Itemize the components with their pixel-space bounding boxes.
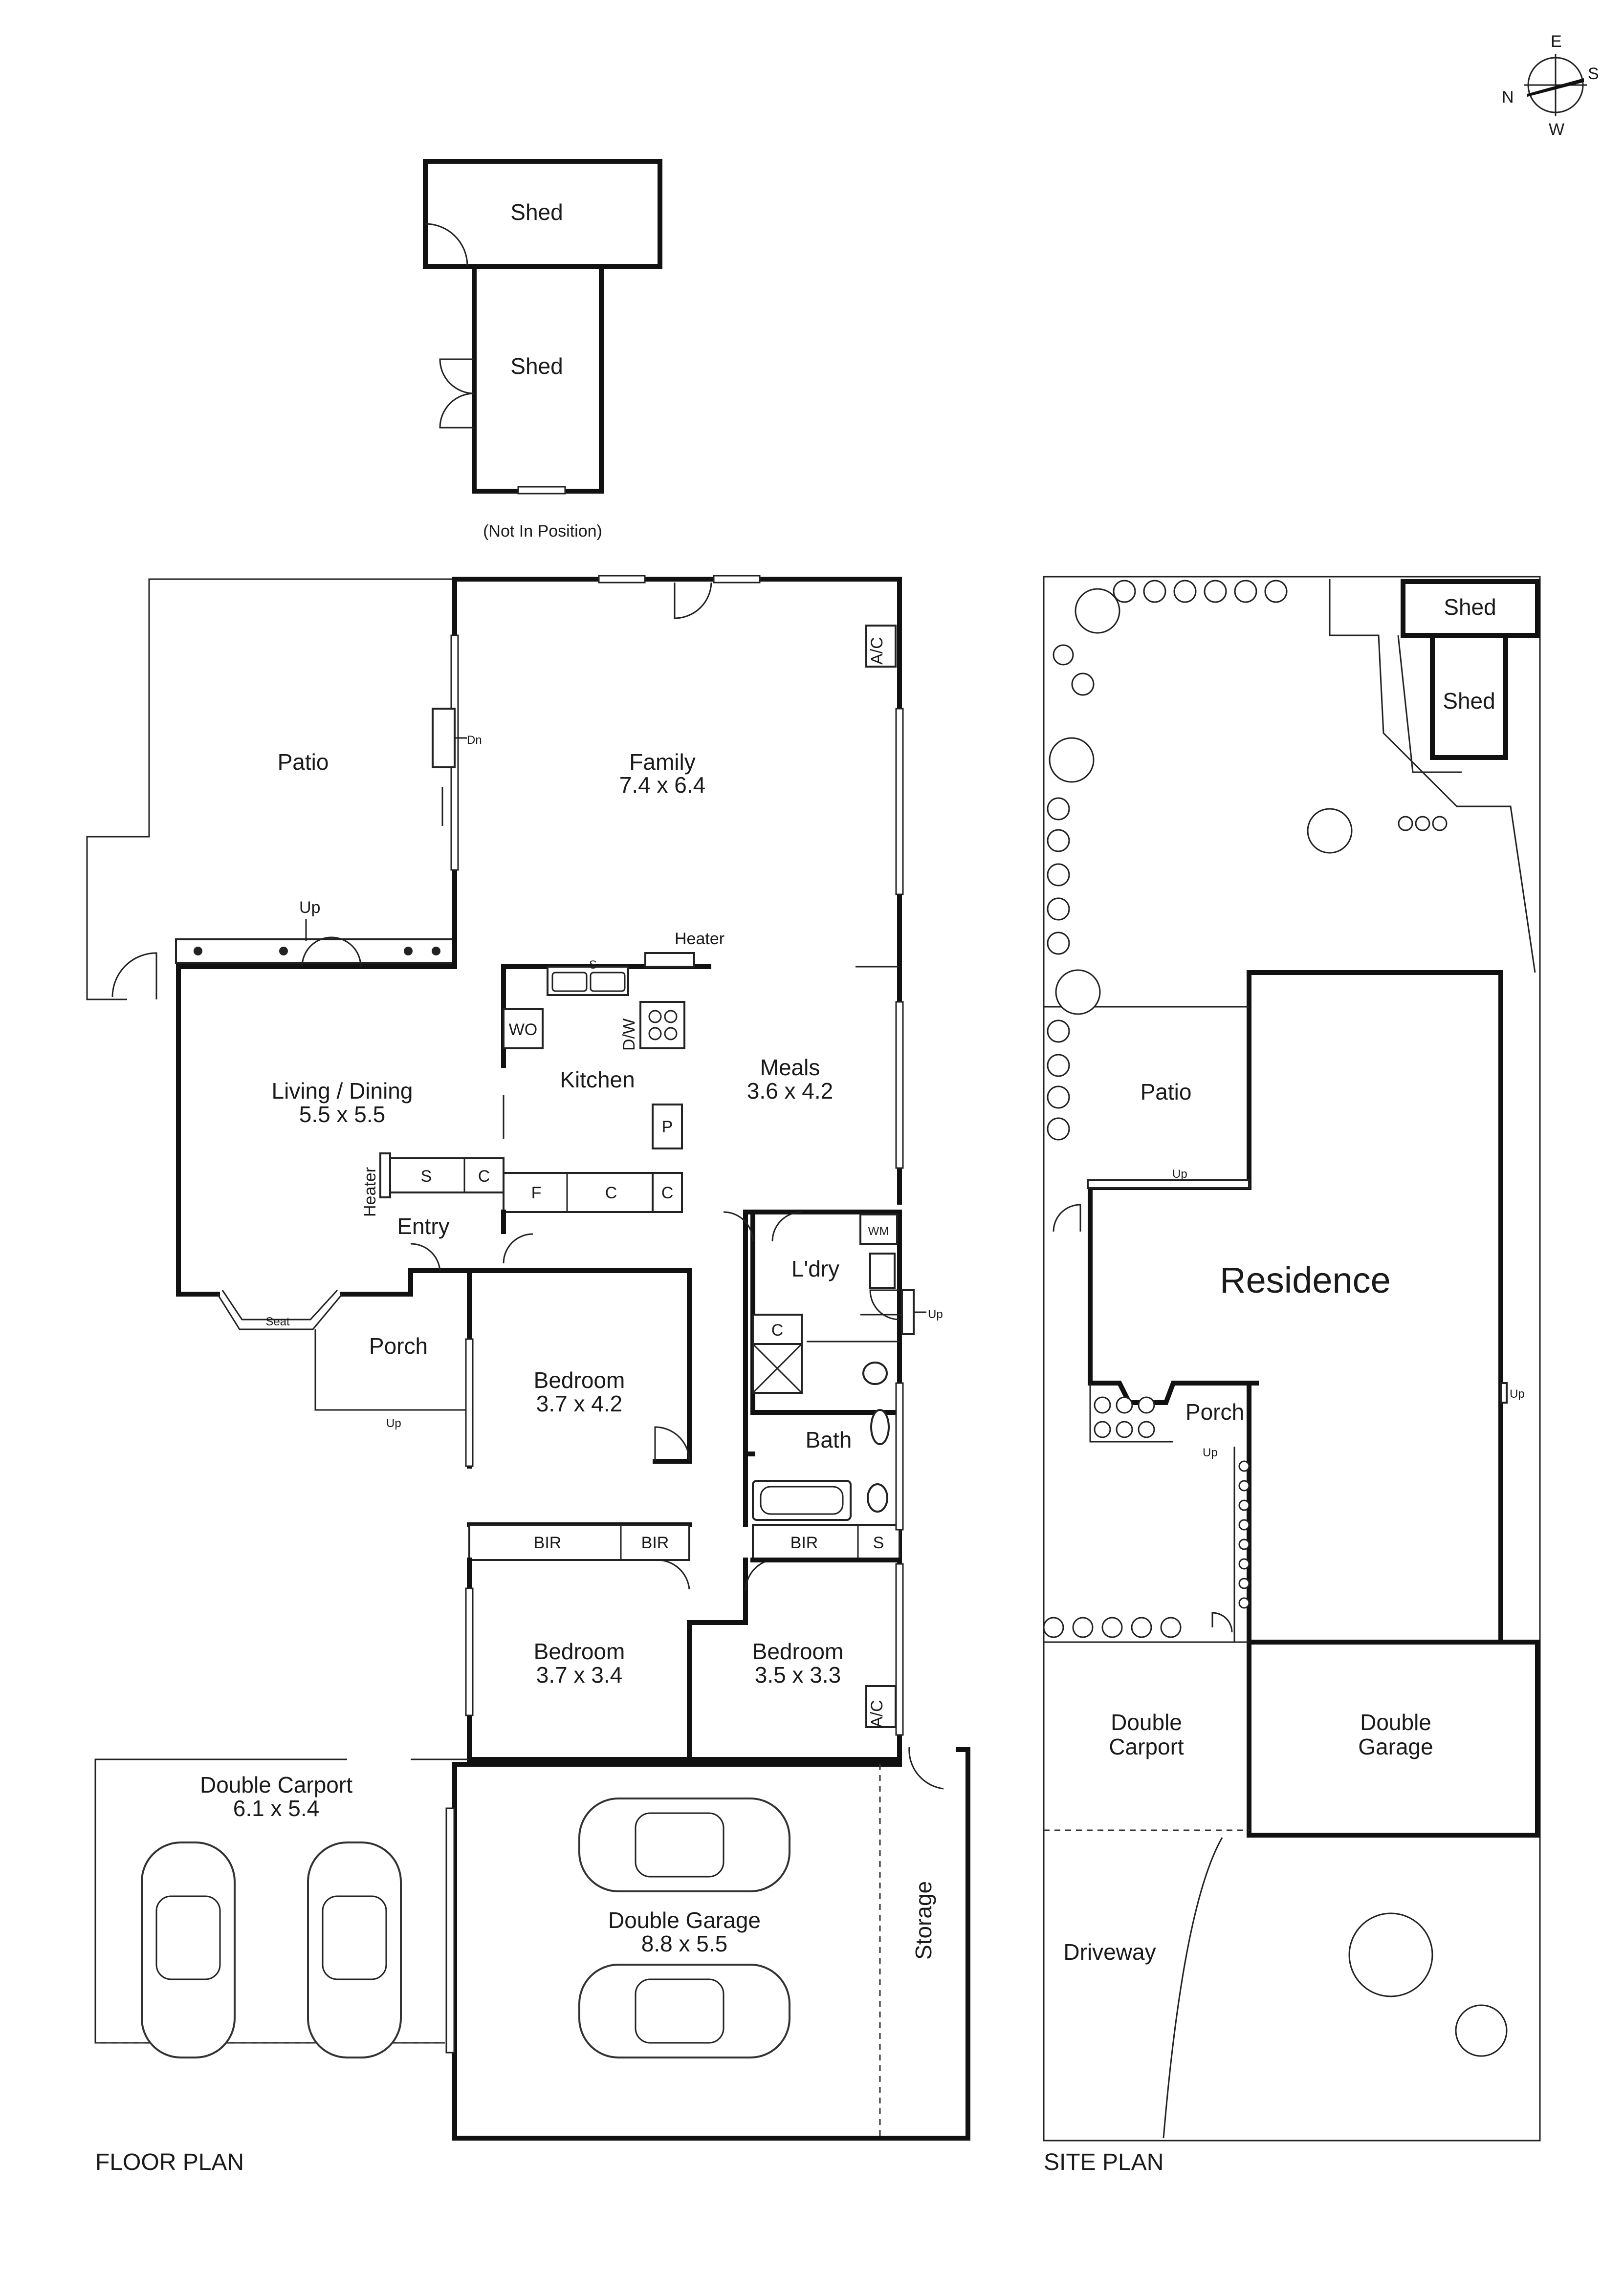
f-label: F (531, 1184, 542, 1202)
site-plan-title: SITE PLAN (1044, 2149, 1163, 2175)
bedroom1-label: Bedroom (534, 1367, 625, 1393)
site-garage-l2: Garage (1358, 1734, 1433, 1759)
driveway-label: Driveway (1063, 1939, 1156, 1965)
site-garage-l1: Double (1360, 1710, 1431, 1735)
up-patio: Up (299, 898, 320, 917)
s-entry-label: S (421, 1167, 432, 1186)
patio-outline: Patio Up (86, 578, 456, 1000)
shed-note: (Not In Position) (483, 522, 602, 541)
c-pantry-label: C (661, 1184, 674, 1202)
site-carport-l2: Carport (1109, 1734, 1184, 1759)
up-laundry: Up (928, 1308, 943, 1321)
dw-label: D/W (620, 1018, 638, 1051)
dn-label: Dn (467, 734, 482, 747)
compass-icon: E S N W (1502, 32, 1599, 139)
laundry-label: L'dry (791, 1256, 839, 1281)
kitchen-fixtures (432, 708, 685, 1139)
site-up-porch: Up (1203, 1446, 1218, 1459)
bir3-label: BIR (790, 1534, 818, 1552)
living-label: Living / Dining (272, 1078, 413, 1104)
up-porch: Up (386, 1417, 401, 1430)
wm-label: WM (868, 1225, 889, 1238)
site-up-patio: Up (1172, 1168, 1187, 1181)
site-patio-label: Patio (1141, 1079, 1192, 1105)
shed-bottom-label: Shed (510, 353, 563, 379)
site-shed-top: Shed (1444, 594, 1496, 620)
meals-label: Meals (760, 1055, 820, 1080)
entry-label: Entry (397, 1213, 449, 1239)
residence-label: Residence (1220, 1260, 1391, 1300)
site-carport-l1: Double (1111, 1710, 1182, 1735)
house-walls: Up (176, 577, 943, 1762)
storage-label: Storage (911, 1881, 936, 1960)
bath-label: Bath (806, 1427, 852, 1452)
patio-label: Patio (278, 749, 329, 775)
sheds-not-in-position: Shed Shed (Not In Position) (423, 159, 662, 541)
compass-s: S (1588, 65, 1599, 83)
hedge-icons (1233, 1447, 1250, 1642)
bedroom3-dim: 3.5 x 3.3 (755, 1662, 841, 1688)
car-icon (307, 1841, 402, 2058)
double-garage: Double Garage 8.8 x 5.5 Storage (445, 1747, 970, 2141)
meals-dim: 3.6 x 4.2 (747, 1078, 833, 1104)
garage-label: Double Garage (608, 1907, 761, 1933)
wo-label: WO (509, 1020, 538, 1039)
bir1-label: BIR (534, 1534, 562, 1552)
family-label: Family (629, 749, 695, 775)
p-label: P (662, 1118, 673, 1136)
site-porch-label: Porch (1185, 1399, 1244, 1425)
compass-e: E (1551, 32, 1562, 51)
carport-dim: 6.1 x 5.4 (233, 1796, 319, 1821)
bedroom1-dim: 3.7 x 4.2 (536, 1391, 622, 1416)
floor-plan-title: FLOOR PLAN (95, 2149, 244, 2175)
bedroom2-dim: 3.7 x 3.4 (536, 1662, 622, 1688)
sink-label: S (589, 958, 597, 972)
ac-bottom: A/C (868, 1700, 886, 1728)
car-icon (578, 1964, 790, 2058)
site-up-side: Up (1510, 1387, 1525, 1401)
living-dim: 5.5 x 5.5 (299, 1102, 385, 1127)
porch-label: Porch (369, 1333, 428, 1359)
heater-left: Heater (361, 1167, 379, 1217)
heater-top: Heater (675, 930, 724, 948)
car-icon (141, 1841, 236, 2058)
garage-dim: 8.8 x 5.5 (641, 1931, 727, 1956)
family-dim: 7.4 x 6.4 (619, 772, 705, 798)
compass-n: N (1502, 88, 1514, 107)
site-shed-bottom: Shed (1443, 688, 1495, 714)
s-bath-label: S (873, 1534, 884, 1552)
bedroom3-label: Bedroom (752, 1639, 844, 1664)
bedroom2-label: Bedroom (534, 1639, 625, 1664)
car-icon (578, 1798, 790, 1892)
carport: Double Carport 6.1 x 5.4 (94, 1758, 469, 2058)
ac-top: A/C (868, 637, 886, 665)
site-plan: Shed Shed Residence Porch Patio Up Up Up… (1043, 576, 1541, 2142)
tree-icons (1043, 580, 1508, 2057)
compass-w: W (1549, 120, 1564, 139)
kitchen-label: Kitchen (560, 1067, 635, 1092)
shed-top-label: Shed (510, 199, 563, 225)
carport-label: Double Carport (200, 1772, 352, 1798)
c-entry-label: C (478, 1167, 490, 1186)
bir2-label: BIR (641, 1534, 669, 1552)
floor-plan-labels: Family 7.4 x 6.4 Living / Dining 5.5 x 5… (265, 637, 889, 1728)
c-kitchen-label: C (605, 1184, 617, 1202)
c-laundry-label: C (771, 1321, 784, 1340)
seat-label: Seat (265, 1315, 290, 1328)
